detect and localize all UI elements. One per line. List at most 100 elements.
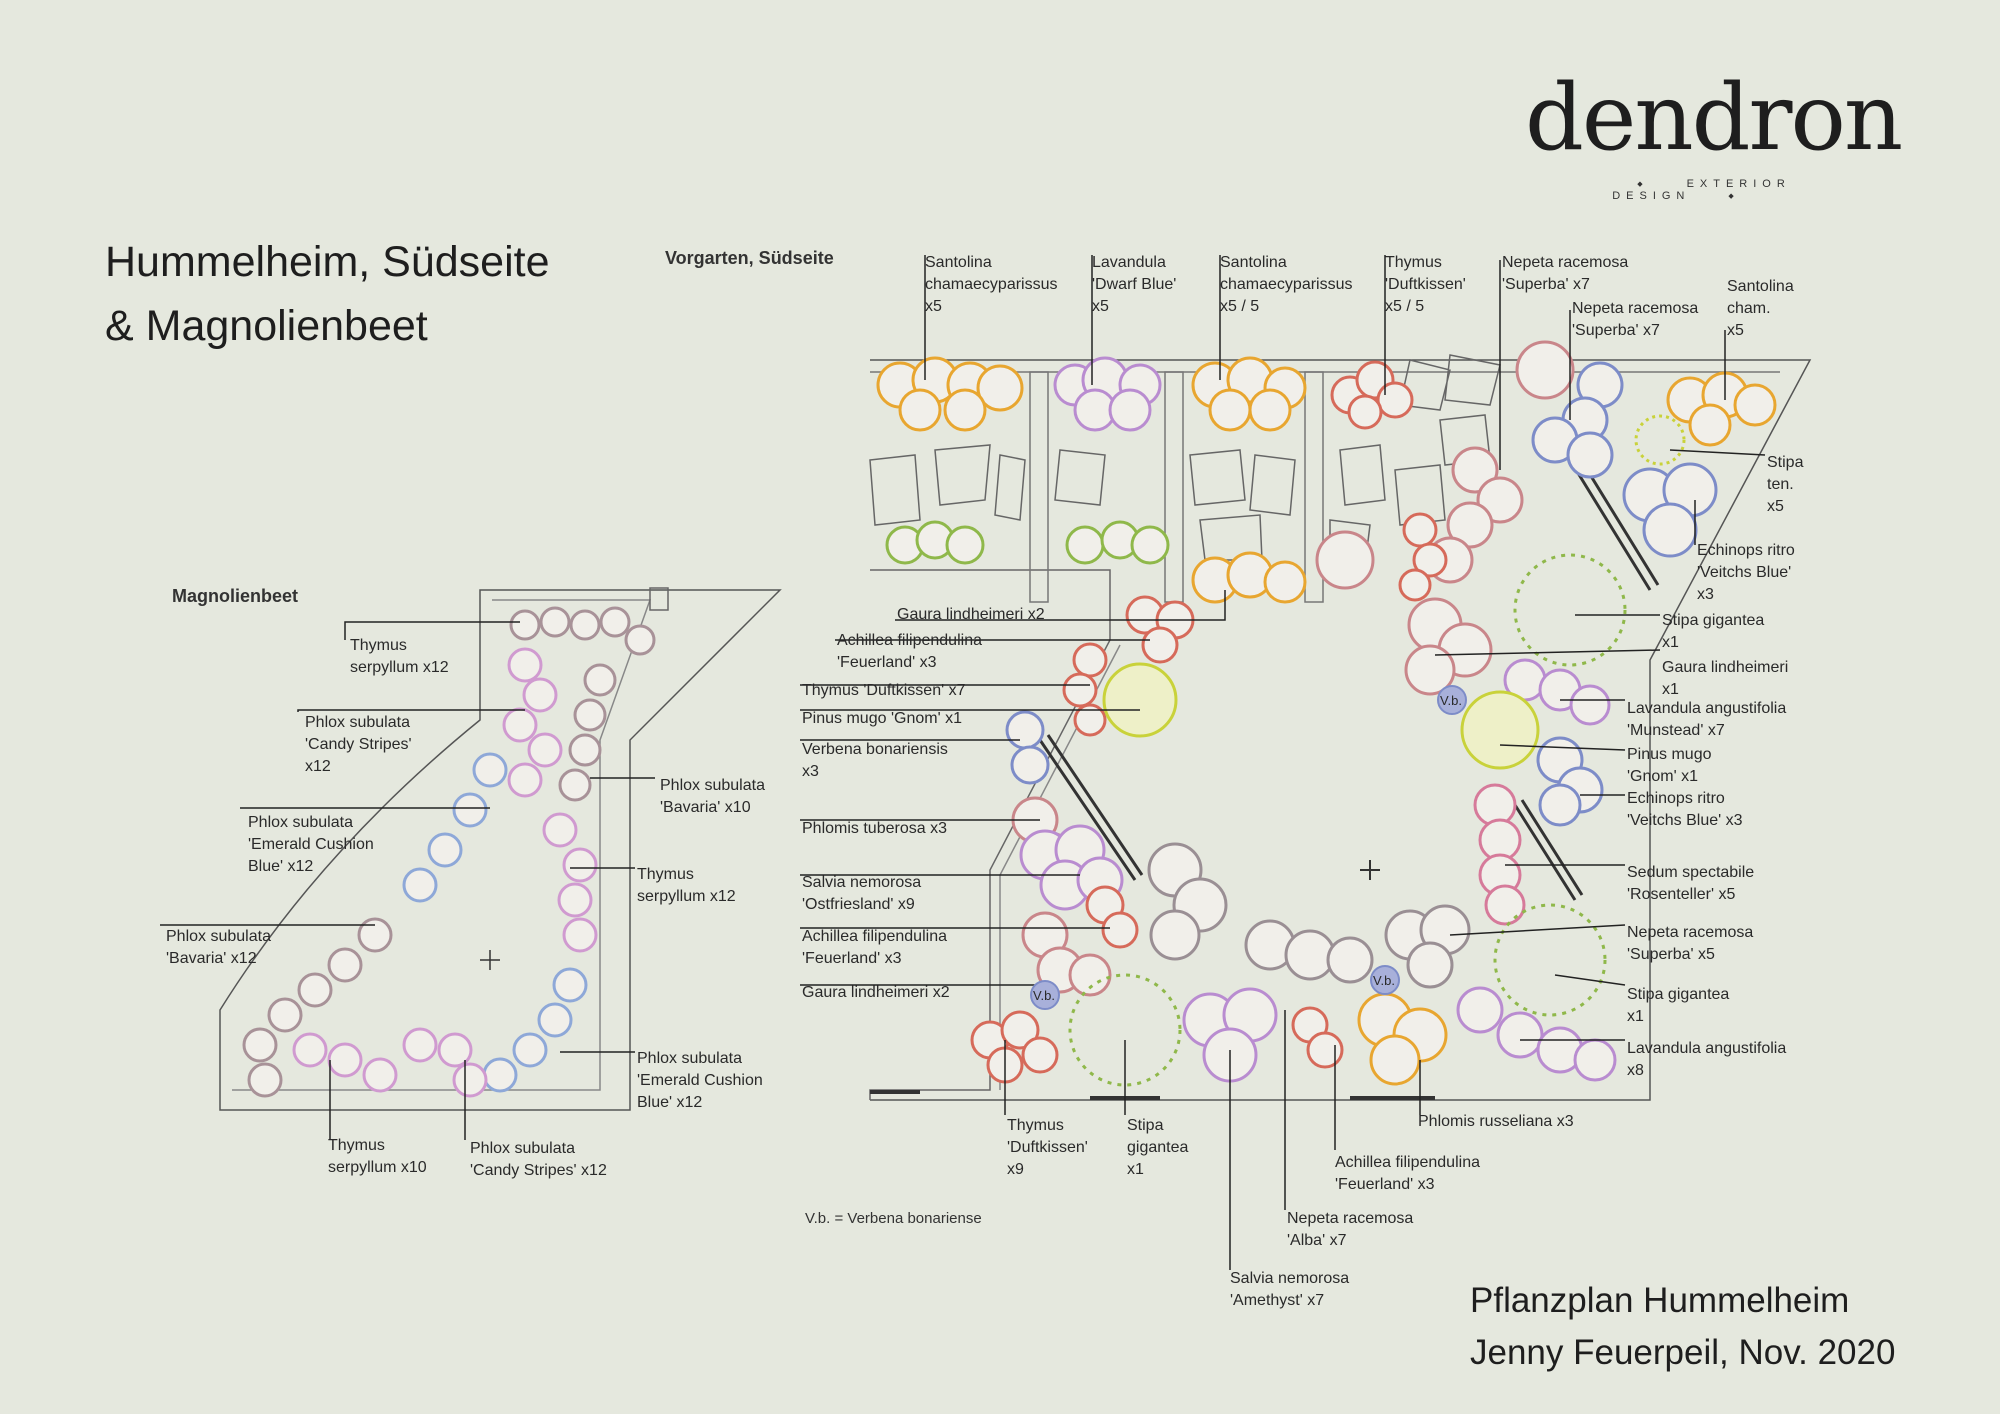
label-top: Santolina chamaecyparissus x5 / 5 — [1220, 254, 1353, 315]
label-right: Sedum spectabile 'Rosenteller' x5 — [1627, 864, 1755, 903]
plant-santolina-2 — [1191, 356, 1307, 432]
plant-achillea-2 — [1085, 885, 1139, 949]
plant-nepeta-2 — [1426, 446, 1524, 584]
plant-santolina-1 — [876, 356, 1024, 432]
plant-thymus-1 — [1330, 360, 1414, 430]
plant-achillea-top — [1125, 595, 1195, 664]
verbena-marker-1 — [1437, 685, 1467, 715]
plant-shrub-top — [1515, 340, 1575, 400]
label-bottom: Stipa gigantea x1 — [1127, 1117, 1189, 1178]
plant-stipa-gigantea-bottom — [1068, 973, 1182, 1087]
path-strip-3 — [1304, 371, 1324, 603]
label-left: Salvia nemorosa 'Ostfriesland' x9 — [802, 874, 922, 913]
credit-line-1: Pflanzplan Hummelheim — [1470, 1281, 1850, 1320]
verbena-marker-label-2: V.b. — [1033, 988, 1055, 1003]
label-bottom: Thymus 'Duftkissen' x9 — [1007, 1117, 1088, 1178]
plant-nepeta-alba — [1244, 919, 1374, 984]
magnolia-phlox-emerald-1 — [402, 752, 508, 903]
label-magnolia: Phlox subulata 'Emerald Cushion Blue' x1… — [248, 814, 374, 875]
label-magnolia: Thymus serpyllum x10 — [328, 1137, 427, 1176]
timber-right-mid — [1513, 799, 1584, 901]
logo-tagline: EXTERIOR DESIGN — [1525, 178, 1865, 202]
magnolia-phlox-emerald-2 — [482, 967, 588, 1093]
label-left: Thymus 'Duftkissen' x7 — [802, 682, 966, 699]
label-left: Achillea filipendulina 'Feuerland' x3 — [802, 928, 947, 967]
label-left: Phlomis tuberosa x3 — [802, 820, 947, 837]
plant-stipa-tenuissima — [1634, 414, 1686, 466]
title-line-2: & Magnolienbeet — [105, 302, 428, 350]
plant-echinops-2 — [1536, 736, 1604, 827]
plant-salvia-center — [1147, 842, 1228, 961]
magnolia-thymus-12-top — [509, 606, 656, 656]
magnolia-phlox-bavaria-12 — [242, 917, 393, 1098]
verbena-marker-3 — [1370, 965, 1400, 995]
plant-thymus-2 — [1398, 512, 1448, 602]
label-right: Nepeta racemosa 'Superba' x5 — [1627, 924, 1754, 963]
plant-thymus-duftkissen-9 — [970, 1010, 1059, 1084]
label-right: Stipa ten. x5 — [1767, 454, 1804, 515]
label-right: Pinus mugo 'Gnom' x1 — [1627, 746, 1712, 785]
plant-lavandula-8 — [1456, 986, 1617, 1082]
logo-wordmark: dendron — [1525, 64, 1903, 171]
label-left: Achillea filipendulina 'Feuerland' x3 — [837, 632, 982, 671]
verbena-marker-label-3: V.b. — [1373, 973, 1395, 988]
label-right: Stipa gigantea x1 — [1662, 612, 1765, 651]
magnolia-cross — [480, 950, 500, 970]
label-magnolia: Phlox subulata 'Emerald Cushion Blue' x1… — [637, 1050, 763, 1111]
plant-lavandula-dwarf — [1053, 356, 1162, 432]
label-right: Lavandula angustifolia x8 — [1627, 1040, 1787, 1079]
plant-shrub-single — [1315, 530, 1375, 590]
label-magnolia: Phlox subulata 'Candy Stripes' x12 — [305, 714, 412, 775]
title-line-1: Hummelheim, Südseite — [105, 238, 550, 286]
magnolia-phlox-bavaria-10 — [558, 663, 617, 802]
label-left: Pinus mugo 'Gnom' x1 — [802, 710, 962, 727]
label-left: Verbena bonariensis x3 — [802, 741, 948, 780]
plant-lavandula-munstead — [1503, 658, 1611, 726]
label-bottom: Phlomis russeliana x3 — [1418, 1113, 1574, 1130]
label-left: Gaura lindheimeri x2 — [802, 984, 950, 1001]
magnolia-phlox-candy-1 — [502, 647, 563, 798]
magnolia-thymus-12-mid — [542, 812, 598, 953]
label-magnolia: Phlox subulata 'Bavaria' x10 — [660, 777, 765, 816]
label-magnolia: Thymus serpyllum x12 — [350, 637, 449, 676]
label-top: Nepeta racemosa 'Superba' x7 — [1502, 254, 1629, 293]
plant-santolina-green — [885, 520, 1170, 565]
section-title-front: Vorgarten, Südseite — [665, 248, 834, 268]
label-right: Echinops ritro 'Veitchs Blue' x3 — [1697, 542, 1795, 603]
label-magnolia: Thymus serpyllum x12 — [637, 866, 736, 905]
label-right: Gaura lindheimeri x1 — [1662, 659, 1789, 698]
section-title-magnolia: Magnolienbeet — [172, 586, 299, 606]
magnolia-thymus-10 — [292, 1032, 398, 1093]
plant-nepeta-superba-5 — [1384, 904, 1471, 989]
label-right: Stipa gigantea x1 — [1627, 986, 1730, 1025]
legend-note: V.b. = Verbena bonariense — [805, 1210, 982, 1227]
plant-thymus-3 — [1062, 642, 1108, 737]
plant-gaura-1 — [1404, 597, 1493, 696]
plant-phlomis-russeliana — [1357, 992, 1448, 1086]
magnolia-phlox-candy-2 — [402, 1027, 488, 1098]
magnolia-bed-outline — [219, 589, 782, 1111]
plant-pinus-mugo-right — [1460, 690, 1540, 770]
credit-block: Pflanzplan Hummelheim Jenny Feuerpeil, N… — [1470, 1275, 1895, 1379]
path-strip-1 — [1029, 371, 1049, 603]
label-top: Santolina cham. x5 — [1727, 278, 1794, 339]
plant-echinops-1 — [1622, 462, 1718, 558]
credit-line-2: Jenny Feuerpeil, Nov. 2020 — [1470, 1333, 1896, 1372]
label-left: Gaura lindheimeri x2 — [897, 606, 1045, 623]
verbena-marker-2 — [1030, 980, 1060, 1010]
plant-achillea-3 — [1291, 1006, 1344, 1069]
label-top: Thymus 'Duftkissen' x5 / 5 — [1385, 254, 1466, 315]
plant-pinus-mugo-left — [1102, 662, 1178, 738]
dendron-logo: dendron EXTERIOR DESIGN — [1525, 64, 1903, 203]
label-right: Echinops ritro 'Veitchs Blue' x3 — [1627, 790, 1743, 829]
plant-sedum — [1473, 783, 1526, 926]
label-magnolia: Phlox subulata 'Bavaria' x12 — [166, 928, 271, 967]
plant-salvia-ostfriesland — [1019, 824, 1124, 911]
bottom-edge-strips — [870, 1090, 1435, 1100]
plant-santolina-3 — [1191, 551, 1307, 604]
label-bottom: Achillea filipendulina 'Feuerland' x3 — [1335, 1154, 1480, 1193]
label-top: Lavandula 'Dwarf Blue' x5 — [1092, 254, 1177, 315]
plant-gaura-2 — [1021, 911, 1112, 997]
magnolia-post — [649, 587, 669, 611]
page-title: Hummelheim, Südseite & Magnolienbeet — [105, 230, 550, 358]
